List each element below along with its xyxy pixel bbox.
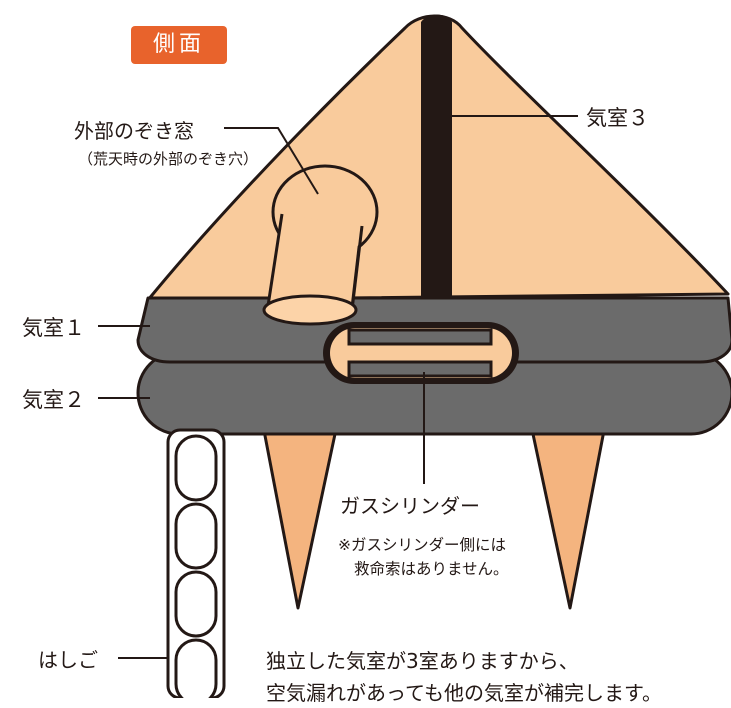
ballast-pocket-right [528,418,608,610]
gas-cylinder-lower [347,360,493,378]
window-subtitle-label: （荒天時の外部のぞき穴） [78,150,259,168]
chamber2-label: 気室２ [22,388,85,412]
chamber3-arch-tube [421,14,452,306]
window-edge-left [266,213,284,307]
ladder-rung-2 [174,502,218,570]
cylinder-note-line1: ※ガスシリンダー側には [338,536,506,554]
window-tube-front [268,214,360,312]
ladder-rung-4 [174,638,218,706]
window-edge-right [350,225,364,311]
gas-cylinder-label: ガスシリンダー [340,494,480,518]
chamber3-label: 気室３ [586,106,649,130]
window-bottom-opening [262,294,358,326]
cylinder-note-line2: 救命索はありません。 [354,560,509,578]
leader-window [224,127,319,195]
ladder-label: はしご [38,648,98,672]
ballast-pocket-left [260,418,340,610]
window-title-label: 外部のぞき窓 [74,119,194,143]
gas-cylinder-upper [347,328,493,346]
ladder-rung-1 [174,434,218,502]
ladder-rung-3 [174,570,218,638]
footer-line2: 空気漏れがあっても他の気室が補完します。 [266,681,662,705]
footer-line1: 独立した気室が3室ありますから、 [266,649,579,673]
chamber1-label: 気室１ [22,316,85,340]
view-label-badge: 側面 [131,26,227,64]
